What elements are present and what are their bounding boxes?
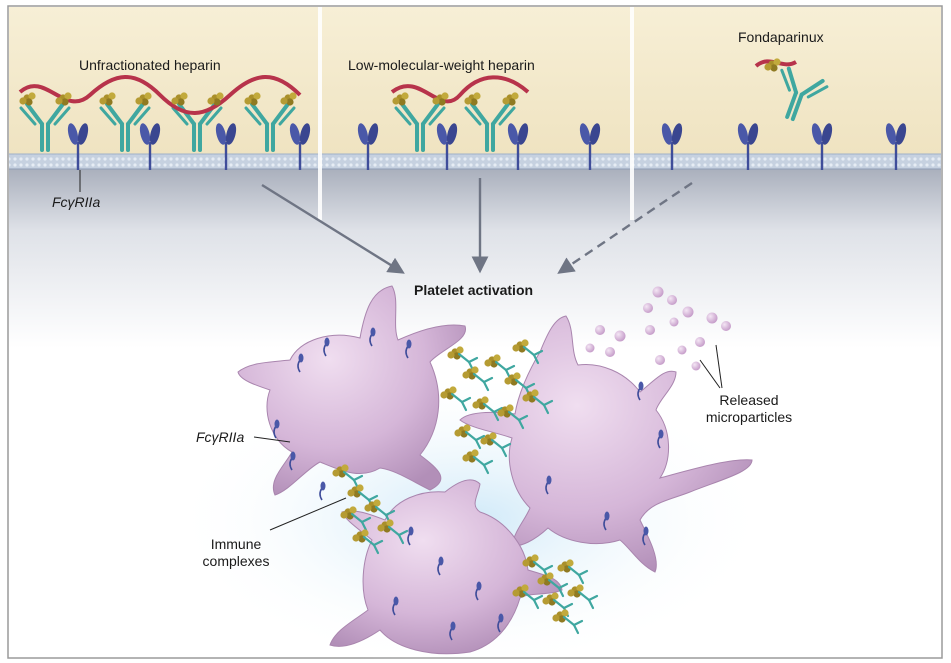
label-lmw-heparin: Low-molecular-weight heparin — [348, 57, 535, 73]
label-unfractionated-heparin: Unfractionated heparin — [79, 57, 221, 73]
label-fondaparinux: Fondaparinux — [738, 29, 824, 45]
label-fcgriia-bottom: FcγRIIa — [196, 429, 245, 445]
panel-unfractionated-heparin — [18, 75, 314, 172]
panel-fondaparinux — [658, 58, 910, 172]
label-released-microparticles: Released microparticles — [705, 392, 793, 425]
released-microparticles — [585, 286, 731, 371]
label-immune-complexes: Immune complexes — [202, 536, 270, 569]
label-fcgriia-top: FcγRIIa — [52, 194, 101, 210]
label-platelet-activation: Platelet activation — [414, 282, 534, 298]
activated-platelets — [237, 285, 753, 655]
panel-lmw-heparin — [354, 75, 604, 172]
activation-arrows — [261, 178, 693, 274]
